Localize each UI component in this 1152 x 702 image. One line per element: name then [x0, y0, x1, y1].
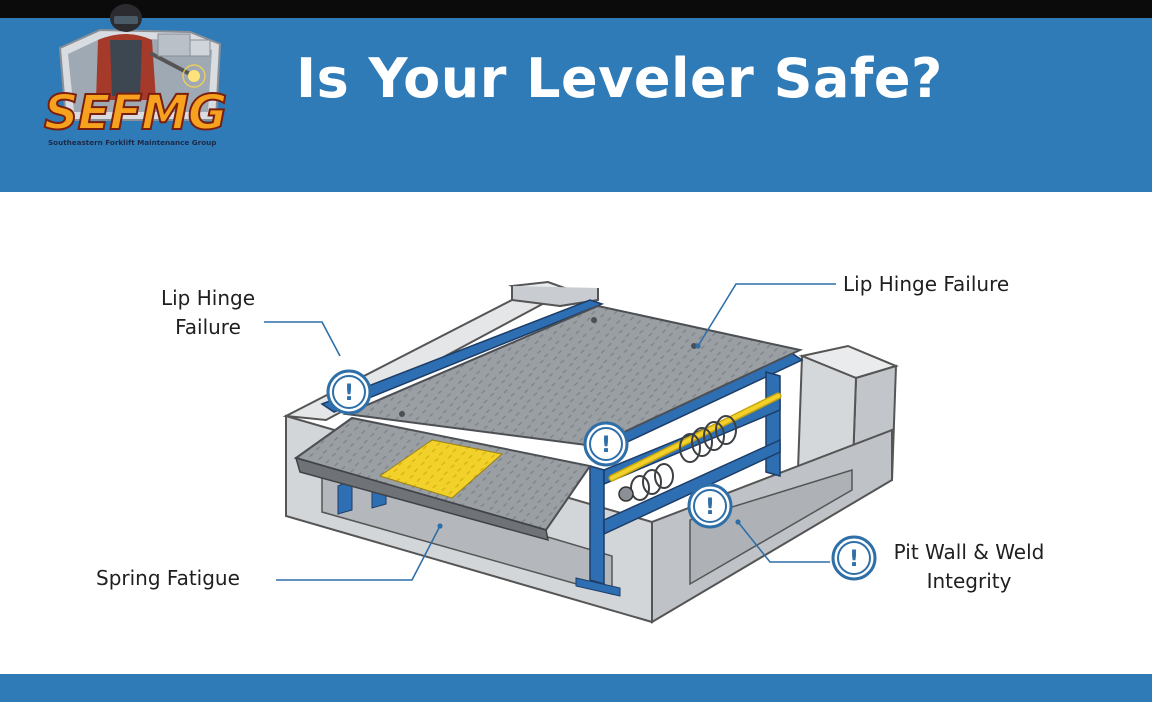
exclamation-circle-icon: ! — [326, 369, 372, 415]
weld-spark — [188, 70, 200, 82]
leader-lip-hinge-right — [697, 283, 836, 347]
exclamation-circle-icon: ! — [831, 535, 877, 581]
page-title: Is Your Leveler Safe? — [296, 47, 943, 110]
svg-text:!: ! — [601, 433, 611, 458]
leader-spring-fatigue — [276, 525, 441, 581]
exclamation-circle-icon: ! — [687, 483, 733, 529]
logo-subtitle: Southeastern Forklift Maintenance Group — [48, 138, 217, 147]
svg-text:!: ! — [849, 547, 859, 572]
svg-text:!: ! — [344, 381, 354, 406]
svg-text:!: ! — [705, 495, 715, 520]
leader-pit-wall — [737, 521, 830, 563]
frame-post-rear — [765, 371, 781, 477]
callout-spring-fatigue: Spring Fatigue — [96, 566, 240, 590]
footer-bar — [0, 674, 1152, 702]
callout-line-1: Pit Wall & Weld — [893, 540, 1045, 564]
callout-pit-wall: Pit Wall & Weld Integrity — [884, 538, 1054, 596]
logo-wordmark: SEFMG — [43, 85, 228, 141]
callout-line-2: Integrity — [926, 569, 1012, 593]
rail-left — [320, 299, 605, 413]
spring-assembly — [630, 415, 737, 501]
callout-lip-hinge-right: Lip Hinge Failure — [843, 272, 1010, 296]
exclamation-circle-icon: ! — [583, 421, 629, 467]
top-bar — [0, 0, 1152, 18]
lip-yellow-section — [378, 439, 504, 499]
sefmg-logo — [58, 4, 222, 121]
callout-line-1: Lip Hinge — [160, 286, 256, 310]
frame-post-front — [589, 465, 605, 585]
leader-lip-hinge-left — [264, 321, 341, 357]
callout-lip-hinge-left: Lip Hinge Failure — [140, 284, 276, 342]
callout-line-2: Failure — [175, 315, 241, 339]
deck-plate — [342, 304, 804, 448]
